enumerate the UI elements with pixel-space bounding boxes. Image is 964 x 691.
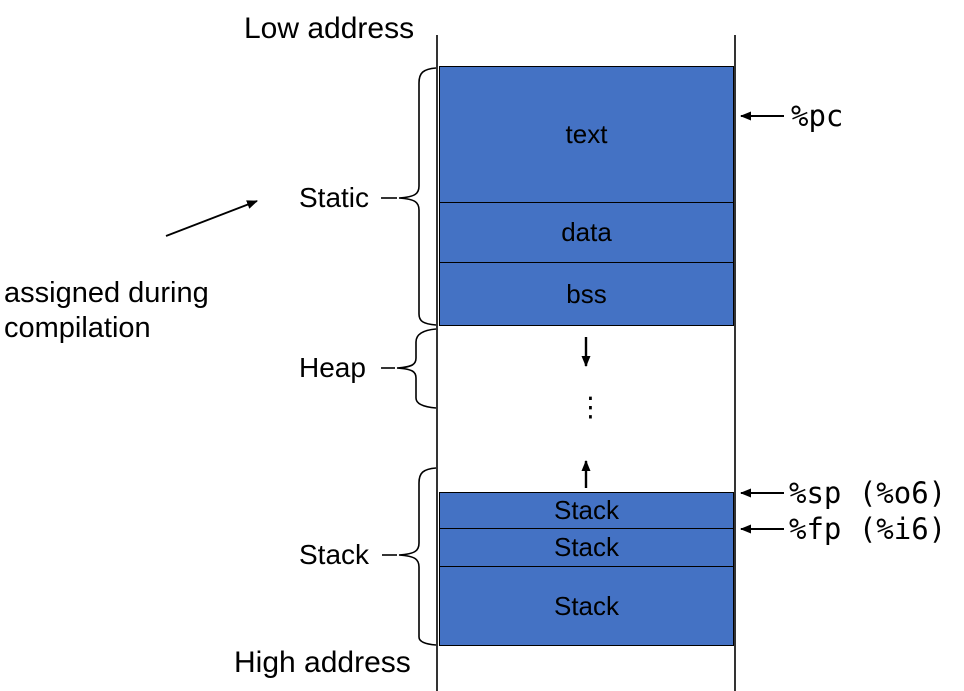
data-segment-label: data	[561, 217, 612, 247]
stack-frame-1: Stack	[439, 492, 734, 529]
annotation-arrow	[165, 200, 258, 237]
stack-brace	[398, 467, 437, 646]
stack-frame-3: Stack	[439, 566, 734, 646]
bss-segment: bss	[439, 262, 734, 326]
ellipsis-dots: ⋮	[577, 392, 604, 422]
low-address-label: Low address	[244, 12, 415, 45]
high-address-label: High address	[234, 646, 411, 679]
stack-frame-1-label: Stack	[553, 495, 620, 525]
text-segment-label: text	[565, 119, 608, 149]
data-segment: data	[439, 202, 734, 263]
bss-segment-label: bss	[566, 278, 607, 309]
compilation-annotation-line2: compilation	[4, 312, 151, 344]
pc-register-label: %pc	[791, 99, 844, 133]
compilation-annotation-line1: assigned during	[4, 277, 209, 309]
text-segment: text	[439, 66, 734, 203]
stack-frame-2-label: Stack	[553, 532, 620, 562]
stack-region-label: Stack	[299, 539, 370, 570]
heap-region-label: Heap	[299, 352, 366, 383]
sp-register-label: %sp (%o6)	[789, 476, 947, 510]
stack-frame-3-label: Stack	[553, 590, 620, 621]
heap-brace	[396, 328, 437, 409]
compilation-annotation: assigned during compilation	[4, 276, 209, 346]
static-brace	[398, 67, 437, 326]
static-region-label: Static	[299, 182, 370, 213]
fp-register-label: %fp (%i6)	[789, 512, 947, 546]
stack-frame-2: Stack	[439, 528, 734, 567]
